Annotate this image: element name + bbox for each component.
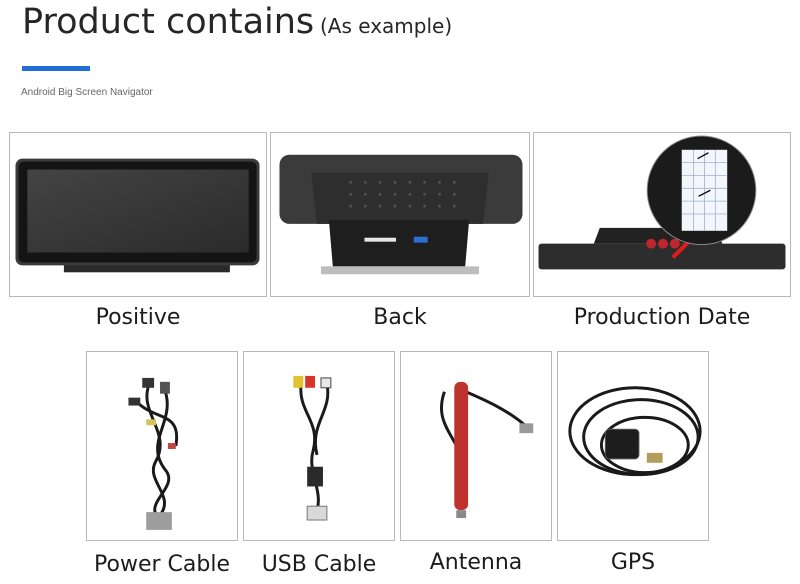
usb-cable-label: USB Cable bbox=[261, 552, 377, 577]
antenna-image bbox=[400, 351, 552, 541]
power-cable-label: Power Cable bbox=[94, 552, 230, 577]
page-title-note: (As example) bbox=[320, 14, 453, 38]
gps-label: GPS bbox=[610, 550, 656, 575]
power-cable-image bbox=[86, 351, 238, 541]
production-date-image bbox=[533, 132, 791, 297]
usb-cable-image bbox=[243, 351, 395, 541]
positive-label: Positive bbox=[95, 305, 181, 330]
page-title: Product contains bbox=[22, 2, 315, 42]
back-image bbox=[270, 132, 530, 297]
accent-bar bbox=[22, 66, 90, 71]
positive-image bbox=[9, 132, 267, 297]
back-label: Back bbox=[373, 305, 427, 330]
product-subtitle: Android Big Screen Navigator bbox=[21, 87, 153, 98]
production-date-label: Production Date bbox=[573, 305, 751, 330]
gps-image bbox=[557, 351, 709, 541]
antenna-label: Antenna bbox=[429, 550, 523, 575]
